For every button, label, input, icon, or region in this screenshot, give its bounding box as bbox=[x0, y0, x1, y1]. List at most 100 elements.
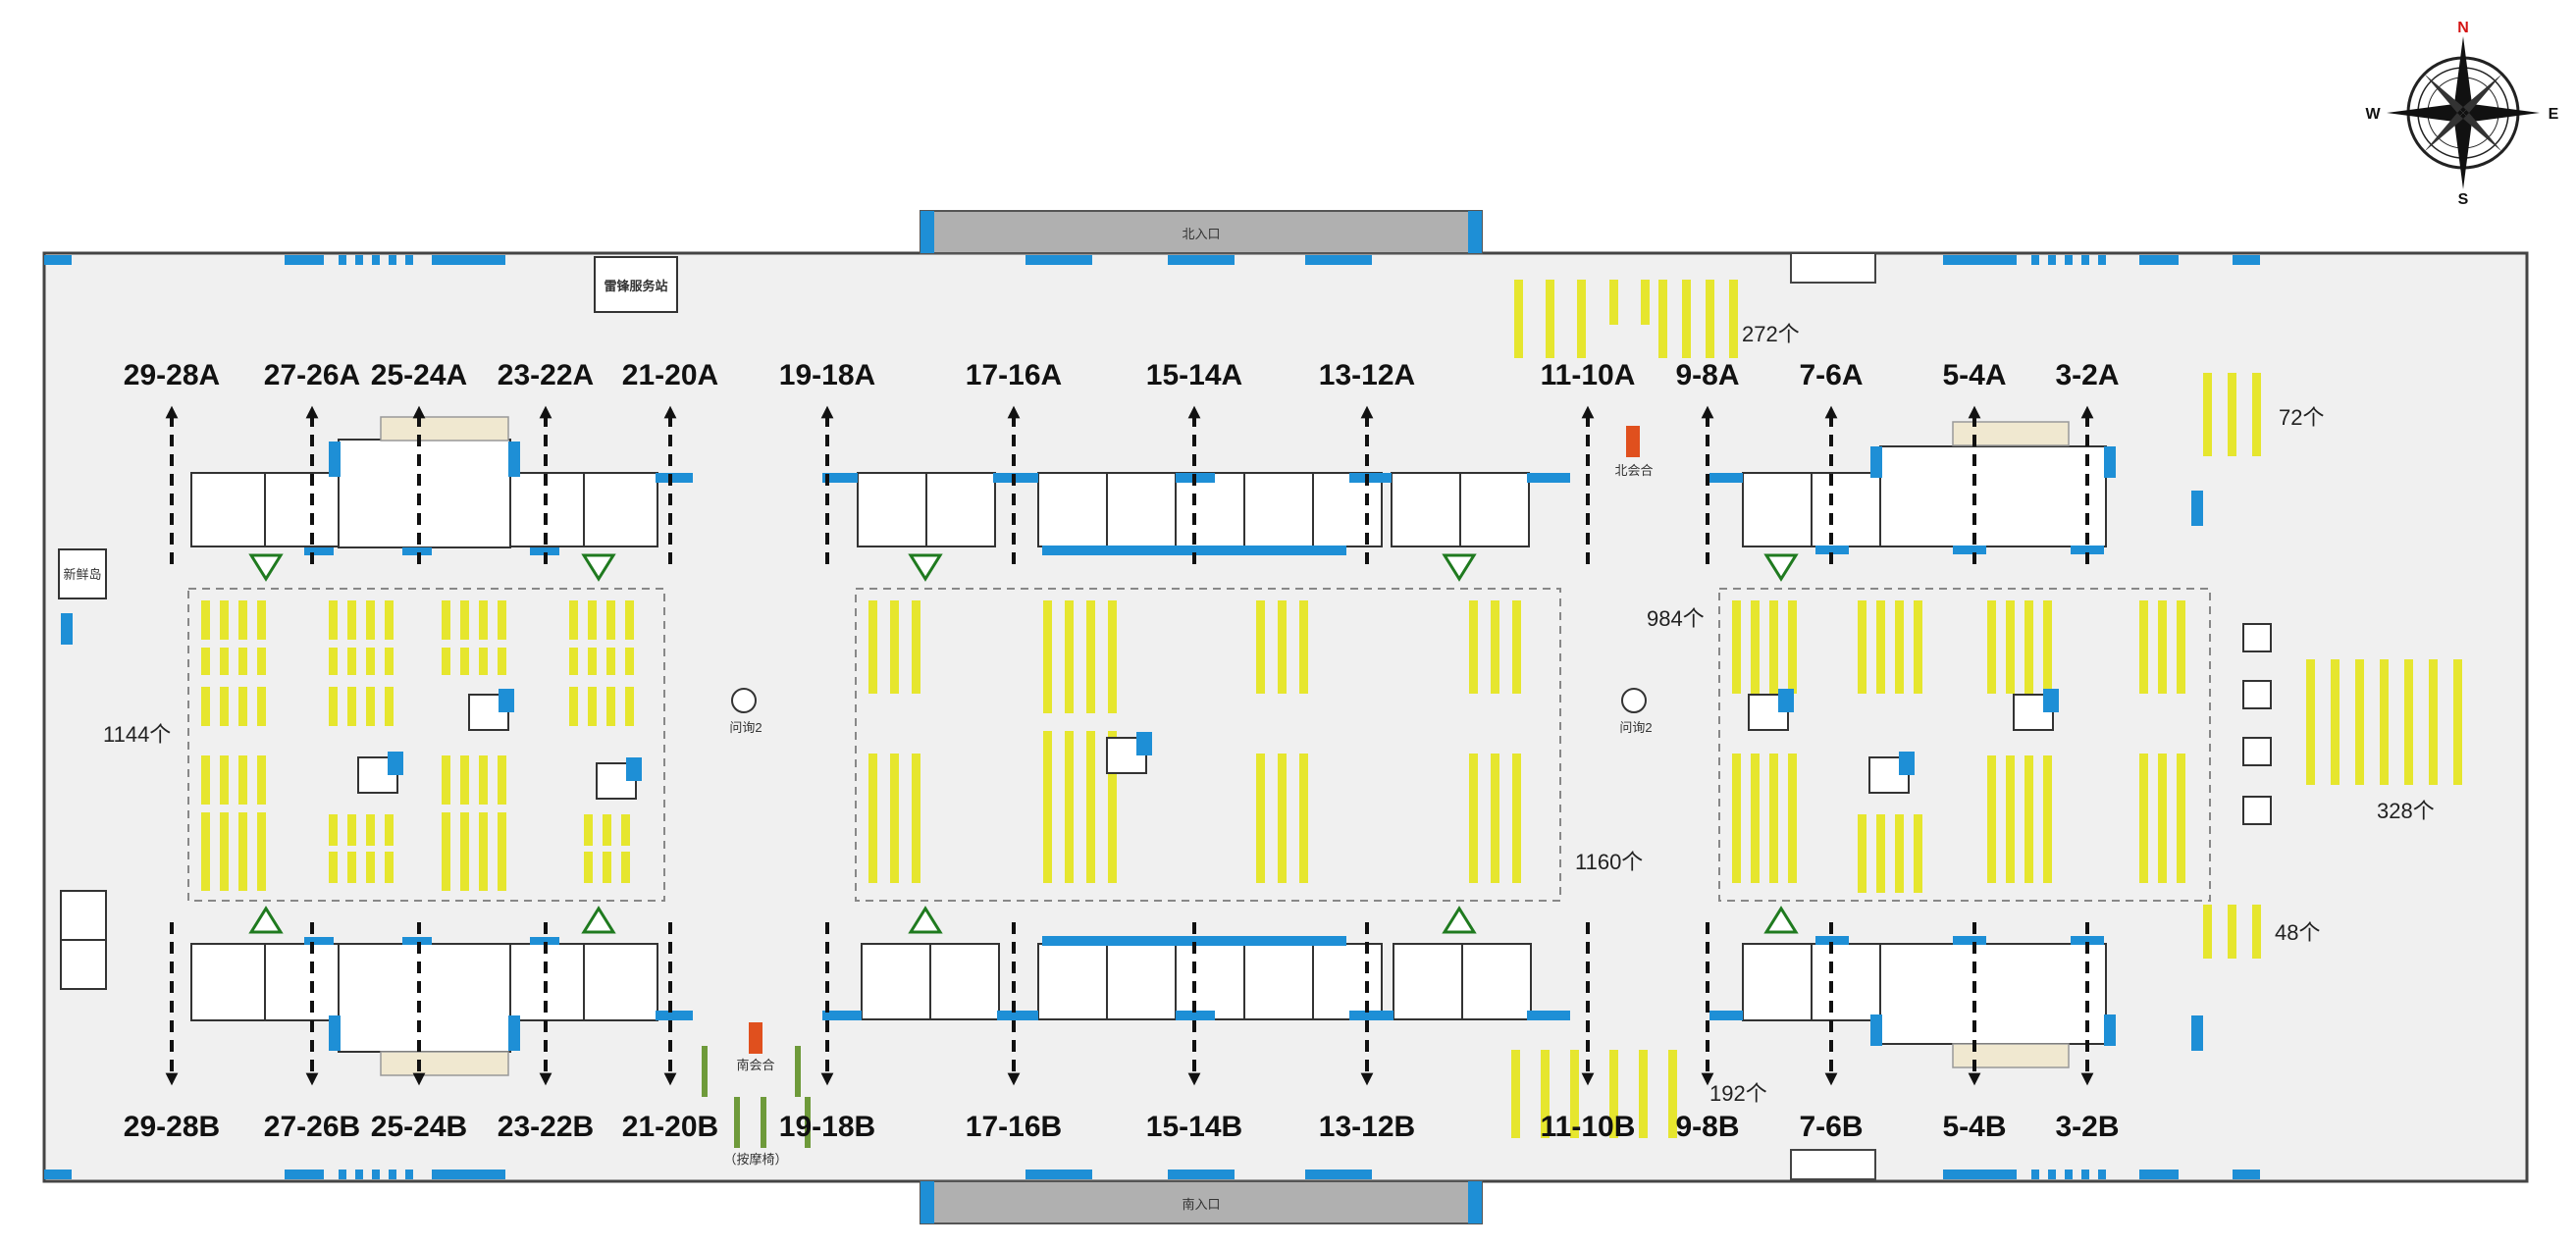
seat-row bbox=[606, 687, 615, 726]
west-escalator-bottom bbox=[380, 1051, 509, 1076]
gate-label-top: 11-10A bbox=[1541, 359, 1636, 391]
seat-row bbox=[2453, 659, 2462, 785]
north-entrance-label: 北入口 bbox=[1182, 227, 1220, 241]
seat-row bbox=[2380, 659, 2389, 785]
seat-row bbox=[442, 812, 450, 891]
seat-row bbox=[1491, 600, 1499, 694]
seat-row bbox=[1609, 1050, 1618, 1138]
gate-label-bottom: 13-12B bbox=[1319, 1111, 1415, 1143]
seat-row bbox=[2006, 600, 2015, 694]
gate-label-bottom: 25-24B bbox=[371, 1111, 467, 1143]
seat-row bbox=[366, 600, 375, 640]
center-platform-bottom bbox=[861, 943, 1532, 1020]
seat-row bbox=[584, 814, 593, 846]
seat-count-984: 984个 bbox=[1647, 606, 1705, 631]
seat-row bbox=[2024, 755, 2033, 883]
seat-row bbox=[2024, 600, 2033, 694]
seat-row bbox=[588, 687, 597, 726]
east-platform-bottom bbox=[1742, 943, 2107, 1045]
seat-row bbox=[347, 852, 356, 883]
gate-label-bottom: 21-20B bbox=[622, 1111, 718, 1143]
gate-label-bottom: 23-22B bbox=[498, 1111, 594, 1143]
inquiry-point-right: 问询2 bbox=[1619, 688, 1653, 735]
seat-row bbox=[329, 600, 338, 640]
east-platform-top-doors bbox=[1709, 446, 2116, 554]
seat-row bbox=[479, 812, 488, 891]
seat-row bbox=[385, 687, 394, 726]
seat-row bbox=[257, 600, 266, 640]
south-meeting-label: 南会合 bbox=[736, 1058, 774, 1072]
east-platform-top bbox=[1742, 445, 2107, 547]
seat-row bbox=[1541, 1050, 1550, 1138]
seat-row bbox=[890, 754, 899, 883]
seat-row bbox=[201, 687, 210, 726]
north-entrance: 北入口 bbox=[920, 210, 1483, 254]
seat-row bbox=[1732, 754, 1741, 883]
gate-label-top: 19-18A bbox=[779, 359, 875, 391]
seat-row bbox=[1512, 754, 1521, 883]
seat-row bbox=[569, 687, 578, 726]
seat-row bbox=[1729, 280, 1738, 358]
seat-row bbox=[1658, 280, 1667, 358]
compass-north-label: N bbox=[2457, 20, 2469, 36]
south-meeting-point: 南会合 bbox=[736, 1022, 775, 1072]
seat-row bbox=[347, 600, 356, 640]
gate-label-top: 29-28A bbox=[124, 359, 220, 391]
seat-row bbox=[220, 648, 229, 675]
seat-row bbox=[1895, 814, 1904, 893]
seat-row bbox=[2139, 754, 2148, 883]
seat-row bbox=[2429, 659, 2438, 785]
seat-row bbox=[347, 648, 356, 675]
seat-row bbox=[621, 852, 630, 883]
seat-row bbox=[2228, 905, 2236, 959]
seat-row bbox=[2158, 600, 2167, 694]
north-meeting-label: 北会合 bbox=[1614, 463, 1653, 478]
left-wall-cabinets bbox=[60, 890, 107, 990]
seat-row bbox=[1876, 814, 1885, 893]
seat-row bbox=[1043, 731, 1052, 883]
seat-row bbox=[1769, 754, 1778, 883]
seat-count-192: 192个 bbox=[1709, 1081, 1767, 1106]
gate-label-top: 21-20A bbox=[622, 359, 718, 391]
seat-row bbox=[238, 812, 247, 891]
seat-row bbox=[257, 812, 266, 891]
seat-row bbox=[2404, 659, 2413, 785]
seat-row bbox=[238, 600, 247, 640]
seat-row bbox=[1086, 731, 1095, 883]
seat-count-48: 48个 bbox=[2275, 920, 2320, 945]
seat-row bbox=[366, 687, 375, 726]
seat-row bbox=[1876, 600, 1885, 694]
east-escalator-top bbox=[1952, 421, 2070, 446]
seat-row bbox=[606, 648, 615, 675]
seat-row bbox=[603, 852, 611, 883]
seat-row bbox=[1065, 731, 1074, 883]
seat-row bbox=[1278, 754, 1287, 883]
seat-row bbox=[1668, 1050, 1677, 1138]
priority-seats bbox=[702, 1046, 811, 1148]
seat-row bbox=[1751, 600, 1760, 694]
gate-label-bottom: 7-6B bbox=[1799, 1111, 1863, 1143]
gate-label-top: 25-24A bbox=[371, 359, 467, 391]
seat-row bbox=[625, 600, 634, 640]
gate-label-top: 9-8A bbox=[1675, 359, 1739, 391]
seat-row bbox=[1511, 1050, 1520, 1138]
seat-row bbox=[220, 600, 229, 640]
seat-row bbox=[1858, 600, 1866, 694]
seat-count-1144: 1144个 bbox=[103, 722, 171, 747]
seat-row bbox=[625, 648, 634, 675]
seat-row bbox=[868, 754, 877, 883]
gate-label-top: 27-26A bbox=[264, 359, 360, 391]
seat-row bbox=[1108, 600, 1117, 713]
west-escalator-top bbox=[380, 416, 509, 442]
seat-row bbox=[1914, 600, 1922, 694]
seat-row bbox=[2043, 600, 2052, 694]
seat-row bbox=[329, 814, 338, 846]
seat-row bbox=[1914, 814, 1922, 893]
gate-label-top: 17-16A bbox=[966, 359, 1062, 391]
seat-row bbox=[220, 812, 229, 891]
gate-arrows bbox=[165, 405, 2094, 1086]
seat-row bbox=[912, 754, 920, 883]
north-meeting-point: 北会合 bbox=[1614, 426, 1654, 478]
seat-row bbox=[238, 648, 247, 675]
